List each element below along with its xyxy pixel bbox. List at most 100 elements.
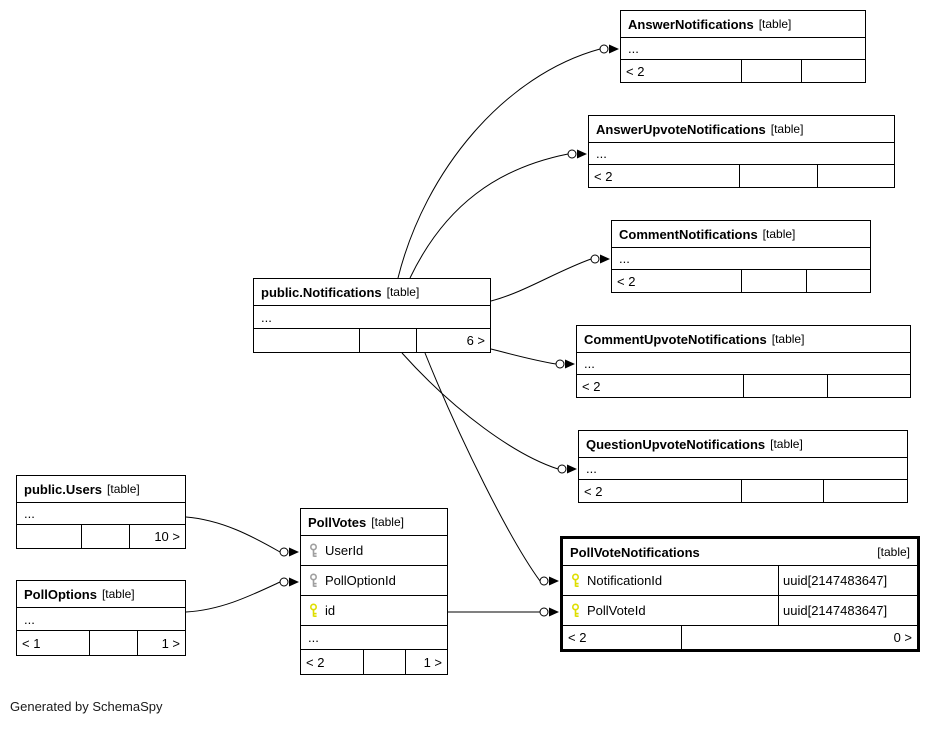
arrowhead-icon: [549, 607, 559, 617]
relationship-public.Notifications-to-PollVoteNotifications: [424, 352, 559, 586]
table-type-label: [table]: [107, 482, 140, 496]
primary-key-icon: [571, 573, 580, 587]
table-name: public.Users: [24, 481, 103, 497]
foreign-key-icon: [309, 543, 318, 557]
column-row-NotificationId[interactable]: NotificationId uuid[2147483647]: [563, 566, 917, 596]
relationship-public.Notifications-to-AnswerNotifications: [397, 44, 619, 279]
column-name: NotificationId: [587, 573, 663, 588]
relationship-public.Notifications-to-CommentUpvoteNotifications: [490, 348, 575, 369]
column-type: uuid[2147483647]: [778, 566, 917, 595]
table-node-public-users[interactable]: public.Users [table]...10 >: [16, 475, 186, 549]
degree-cell: < 2: [568, 630, 587, 645]
degree-cell: [823, 480, 907, 502]
degree-cell: [741, 270, 806, 292]
table-node-comment-upvote-notifications[interactable]: CommentUpvoteNotifications[table]...< 2: [576, 325, 911, 398]
degree-cell: [801, 60, 865, 82]
degree-cell: < 2: [617, 273, 636, 289]
table-type-label: [table]: [877, 545, 910, 559]
table-header: AnswerUpvoteNotifications [table]: [589, 116, 894, 143]
degree-cell: [81, 525, 129, 548]
column-type: uuid[2147483647]: [778, 596, 917, 625]
cardinality-circle-icon: [567, 149, 577, 159]
table-name: CommentNotifications: [619, 226, 758, 242]
degree-cell: [89, 631, 137, 655]
table-type-label: [table]: [771, 332, 805, 346]
ellipsis-row: ...: [254, 306, 490, 329]
cardinality-circle-icon: [590, 254, 600, 264]
table-name: PollVoteNotifications: [570, 544, 700, 560]
ellipsis-row: ...: [17, 503, 185, 525]
arrowhead-icon: [600, 254, 610, 264]
degree-cell: < 2: [582, 378, 601, 394]
primary-key-icon: [309, 603, 318, 617]
table-node-answer-upvote-notifications[interactable]: AnswerUpvoteNotifications [table]...< 2: [588, 115, 895, 188]
degree-cell: [827, 375, 910, 397]
degree-cell: [363, 650, 405, 674]
table-type-label: [table]: [770, 122, 804, 136]
cardinality-circle-icon: [599, 44, 609, 54]
table-node-question-upvote-notifications[interactable]: QuestionUpvoteNotifications [table]... < 2: [578, 430, 908, 503]
table-name: public.Notifications: [261, 284, 382, 300]
column-row-UserId[interactable]: UserId: [301, 536, 447, 566]
relationship-PollOptions-to-PollVotes: [185, 577, 299, 613]
column-row-PollOptionId[interactable]: PollOptionId: [301, 566, 447, 596]
degree-row: < 2: [612, 270, 870, 292]
table-name: QuestionUpvoteNotifications: [586, 436, 766, 452]
table-node-poll-vote-notifications[interactable]: PollVoteNotifications [table] Notification…: [560, 536, 920, 652]
table-header: PollVoteNotifications [table]: [563, 539, 917, 566]
degree-cell: 10 >: [129, 525, 185, 548]
table-type-label: [table]: [770, 437, 803, 451]
primary-key-icon: [571, 603, 580, 617]
table-type-label: [table]: [762, 227, 796, 241]
degree-cell: [743, 375, 827, 397]
ellipsis-row: ...: [589, 143, 894, 165]
column-name: PollOptionId: [325, 573, 396, 588]
column-name: PollVoteId: [587, 603, 646, 618]
cardinality-circle-icon: [555, 359, 565, 369]
degree-row: < 2: [589, 165, 894, 187]
degree-cell: [739, 165, 817, 187]
arrowhead-icon: [567, 464, 577, 474]
relationship-public.Notifications-to-CommentNotifications: [490, 254, 610, 302]
table-header: public.Users [table]: [17, 476, 185, 503]
cardinality-circle-icon: [539, 607, 549, 617]
column-row-id[interactable]: id: [301, 596, 447, 626]
table-header: PollVotes[table]: [301, 509, 447, 536]
table-name: AnswerUpvoteNotifications: [596, 121, 766, 137]
table-node-answer-notifications[interactable]: AnswerNotifications [table]... < 2: [620, 10, 866, 83]
arrowhead-icon: [289, 547, 299, 557]
cardinality-circle-icon: [539, 576, 549, 586]
relationship-public.Notifications-to-QuestionUpvoteNotifications: [401, 352, 577, 474]
table-name: PollOptions: [24, 586, 97, 602]
foreign-key-icon: [309, 573, 318, 587]
degree-row: < 2: [621, 60, 865, 82]
ellipsis-row: ...: [301, 626, 447, 650]
table-header: CommentNotifications [table]: [612, 221, 870, 248]
table-node-public-notifications[interactable]: public.Notifications[table]...6 >: [253, 278, 491, 353]
table-header: QuestionUpvoteNotifications [table]: [579, 431, 907, 458]
relationship-PollVotes-to-PollVoteNotifications: [448, 607, 559, 617]
degree-cell: < 2: [584, 483, 603, 499]
degree-cell: [741, 480, 823, 502]
column-cell: PollOptionId: [301, 566, 447, 595]
table-node-comment-notifications[interactable]: CommentNotifications[table]...< 2: [611, 220, 871, 293]
degree-cell: < 2: [306, 654, 325, 670]
ellipsis-row: ...: [621, 38, 865, 60]
arrowhead-icon: [609, 44, 619, 54]
table-name: AnswerNotifications: [628, 16, 754, 32]
degree-cell: < 2: [626, 63, 645, 79]
column-row-PollVoteId[interactable]: PollVoteId uuid[2147483647]: [563, 596, 917, 626]
table-header: PollOptions[table]: [17, 581, 185, 608]
column-cell: UserId: [301, 536, 447, 565]
table-type-label: [table]: [758, 17, 792, 31]
degree-cell: 6 >: [416, 329, 490, 352]
degree-cell: [806, 270, 870, 292]
column-cell: PollVoteId: [563, 596, 778, 625]
generator-credit: Generated by SchemaSpy: [10, 699, 163, 714]
ellipsis-row: ...: [579, 458, 907, 480]
